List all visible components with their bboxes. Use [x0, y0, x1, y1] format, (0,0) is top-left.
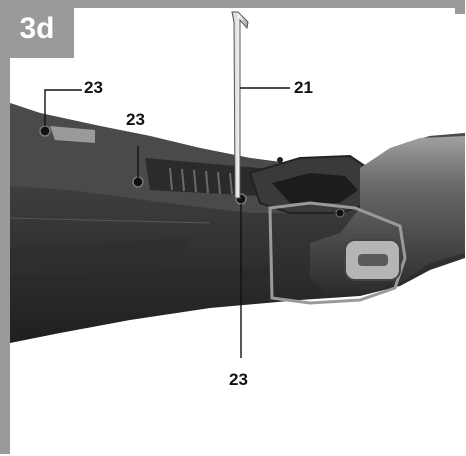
screw-left	[39, 125, 51, 137]
frame-corner	[455, 0, 465, 14]
callout-screw-bottom: 23	[229, 370, 248, 389]
hex-key-icon	[231, 11, 249, 199]
screw-middle	[132, 176, 144, 188]
callout-hex-key: 21	[294, 78, 313, 97]
grip-ribs	[169, 167, 233, 195]
figure-tag: 3d	[0, 0, 74, 58]
tool-photo	[10, 11, 465, 358]
handle-opening	[272, 173, 358, 203]
callout-screw-left: 23	[84, 78, 103, 97]
leader-lines	[44, 87, 290, 358]
callout-screw-middle: 23	[126, 110, 145, 129]
grip-channel	[145, 158, 280, 196]
